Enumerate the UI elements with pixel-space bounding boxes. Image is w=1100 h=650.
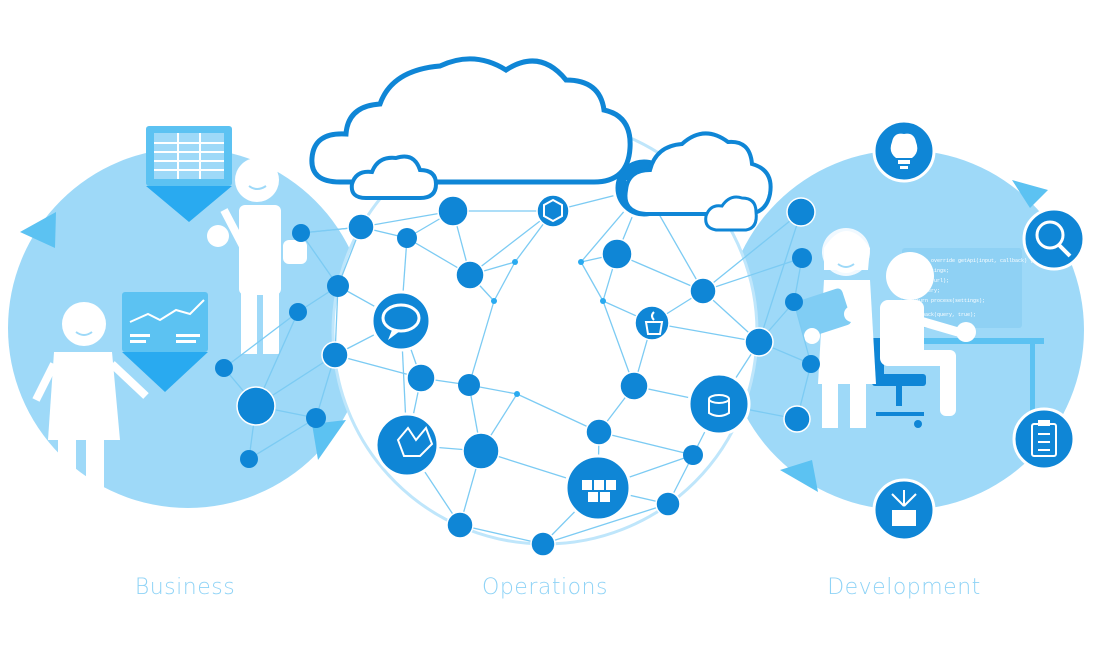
network-node	[802, 355, 820, 373]
network-node	[792, 248, 812, 268]
database-cylinder-icon	[708, 394, 730, 417]
network-node	[374, 412, 440, 478]
network-node	[578, 259, 584, 265]
label-operations: Operations	[482, 575, 608, 600]
svg-text:return process(settings);: return process(settings);	[910, 298, 985, 304]
development-arrow-top	[1012, 180, 1048, 208]
developer-standing-woman-figure	[794, 228, 876, 428]
network-node	[744, 327, 774, 357]
network-link	[223, 311, 299, 369]
network-node	[446, 511, 474, 539]
network-link	[793, 301, 812, 365]
businessman-pointing-figure	[207, 158, 307, 354]
network-link	[334, 354, 422, 379]
network-link	[758, 211, 802, 343]
network-link	[702, 211, 802, 292]
label-business: Business	[135, 575, 235, 600]
development-arrow-bottom	[780, 460, 818, 492]
network-node	[240, 450, 258, 468]
clipboard-checklist-icon	[1012, 407, 1076, 471]
network-node	[655, 491, 681, 517]
java-cup-icon	[644, 311, 664, 335]
chat-bubble-icon	[381, 303, 421, 340]
big-cloud-icon	[309, 56, 633, 185]
business-arrow-left	[20, 212, 56, 248]
network-node	[236, 386, 276, 426]
svg-text:callback(query, true);: callback(query, true);	[910, 312, 976, 318]
businesswoman-presenting-figure	[32, 302, 149, 506]
small-cloud-right-icon	[704, 195, 758, 232]
network-link	[598, 431, 694, 456]
network-node	[585, 418, 613, 446]
network-node	[683, 445, 703, 465]
spreadsheet-board-icon	[146, 126, 232, 222]
network-node	[512, 259, 518, 265]
network-node	[292, 224, 310, 242]
network-node	[306, 408, 326, 428]
desk	[904, 338, 1044, 424]
network-link	[602, 300, 635, 387]
business-arrow-right	[312, 420, 346, 460]
label-development: Development	[827, 575, 981, 600]
network-link	[248, 417, 317, 460]
small-cloud-left-icon	[349, 154, 439, 200]
network-node	[619, 371, 649, 401]
network-node	[600, 298, 606, 304]
network-node	[458, 374, 480, 396]
developer-seated-figure	[880, 252, 976, 416]
network-link	[493, 261, 516, 302]
package-deploy-icon	[872, 478, 936, 542]
network-node	[530, 531, 556, 557]
network-node	[215, 359, 233, 377]
tomcat-icon	[396, 426, 434, 457]
network-link	[542, 503, 669, 545]
cloud-right-icon	[623, 131, 773, 216]
network-node	[785, 293, 803, 311]
network-node	[289, 303, 307, 321]
operations-section	[215, 118, 820, 557]
svg-text:public override getApi(input,: public override getApi(input, callback) …	[910, 258, 1033, 264]
network-link	[516, 393, 600, 433]
network-node	[455, 260, 485, 290]
development-section: public override getApi(input, callback) …	[724, 119, 1086, 542]
network-node	[437, 195, 469, 227]
network-node	[783, 405, 811, 433]
network-link	[468, 300, 495, 386]
network-node	[347, 213, 375, 241]
network-node	[601, 238, 633, 270]
code-search-magnifier-icon	[1022, 207, 1086, 271]
network-node	[491, 298, 497, 304]
network-node	[462, 432, 500, 470]
growth-chart-board-icon	[122, 292, 208, 392]
network-node	[321, 341, 349, 369]
network-link	[580, 261, 604, 302]
network-link	[651, 322, 760, 343]
network-link	[459, 524, 544, 545]
network-node	[786, 197, 816, 227]
cloud-cluster	[309, 56, 773, 232]
network-link	[469, 210, 554, 276]
network-node	[536, 194, 570, 228]
network-link	[702, 257, 803, 292]
brain-lightbulb-icon	[872, 119, 936, 183]
nodejs-hexagon-icon	[543, 198, 563, 223]
network-node	[370, 290, 432, 352]
network-node	[327, 275, 349, 297]
network-node	[514, 391, 520, 397]
aws-cubes-icon	[582, 480, 616, 502]
network-node	[689, 277, 717, 305]
business-section	[8, 126, 368, 508]
network-node	[397, 228, 417, 248]
network-node	[406, 363, 436, 393]
